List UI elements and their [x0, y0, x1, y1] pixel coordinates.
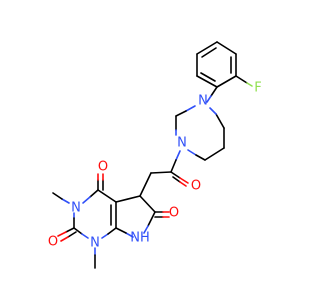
lactam-oxygen-label: O [169, 206, 179, 221]
bond [82, 196, 91, 204]
bond [101, 233, 109, 239]
bond [187, 149, 197, 156]
ketone-oxygen-label: O [191, 179, 201, 194]
bond [179, 177, 189, 184]
bond [170, 171, 181, 179]
bond [52, 192, 63, 200]
bond [73, 227, 83, 235]
piperazine-n-bottom-label: N [177, 136, 187, 151]
bond [60, 236, 69, 242]
bond [65, 227, 75, 233]
bond [107, 227, 117, 235]
bond [196, 75, 218, 88]
bond [210, 86, 218, 97]
bond [200, 72, 216, 82]
bond [204, 147, 225, 161]
nh-label: NH [130, 231, 150, 246]
bond [175, 110, 187, 117]
molecule-diagram: F N N O O N O O N NH [48, 41, 262, 269]
bond [216, 75, 237, 88]
bond [206, 95, 212, 103]
bond [143, 225, 149, 234]
bond [179, 181, 187, 187]
n3-label: N [71, 201, 81, 216]
fluorine-label: F [254, 81, 261, 96]
bond [147, 211, 156, 227]
bond [195, 154, 206, 161]
c2-oxygen-label: O [48, 235, 58, 250]
n1-label: N [90, 236, 100, 251]
bond [150, 171, 172, 174]
bond [115, 195, 141, 203]
bond [209, 107, 217, 115]
fluorophenyl-ring [196, 41, 237, 88]
bond [89, 189, 99, 198]
bond [185, 105, 196, 112]
bond [57, 231, 67, 237]
bond [61, 198, 70, 204]
pyrimidine-ring [73, 189, 117, 239]
pyrrole-ring [115, 195, 156, 238]
bond [125, 232, 134, 238]
bond [235, 75, 248, 84]
bond [215, 113, 225, 129]
piperazine-ring [175, 105, 225, 161]
structure-svg: F N N O O N O O N NH [48, 41, 262, 269]
bond [170, 159, 177, 173]
bond [115, 227, 127, 234]
bond [216, 41, 237, 55]
c4-oxygen-label: O [98, 160, 108, 175]
bond [139, 195, 156, 213]
bond [196, 41, 218, 55]
bond [97, 189, 117, 203]
bond [172, 176, 181, 183]
bond [81, 233, 89, 239]
bond [201, 47, 217, 58]
piperazine-n-top-label: N [198, 94, 208, 109]
bond [246, 82, 253, 87]
bond [67, 231, 77, 238]
bond [139, 172, 152, 197]
bond [175, 150, 181, 161]
